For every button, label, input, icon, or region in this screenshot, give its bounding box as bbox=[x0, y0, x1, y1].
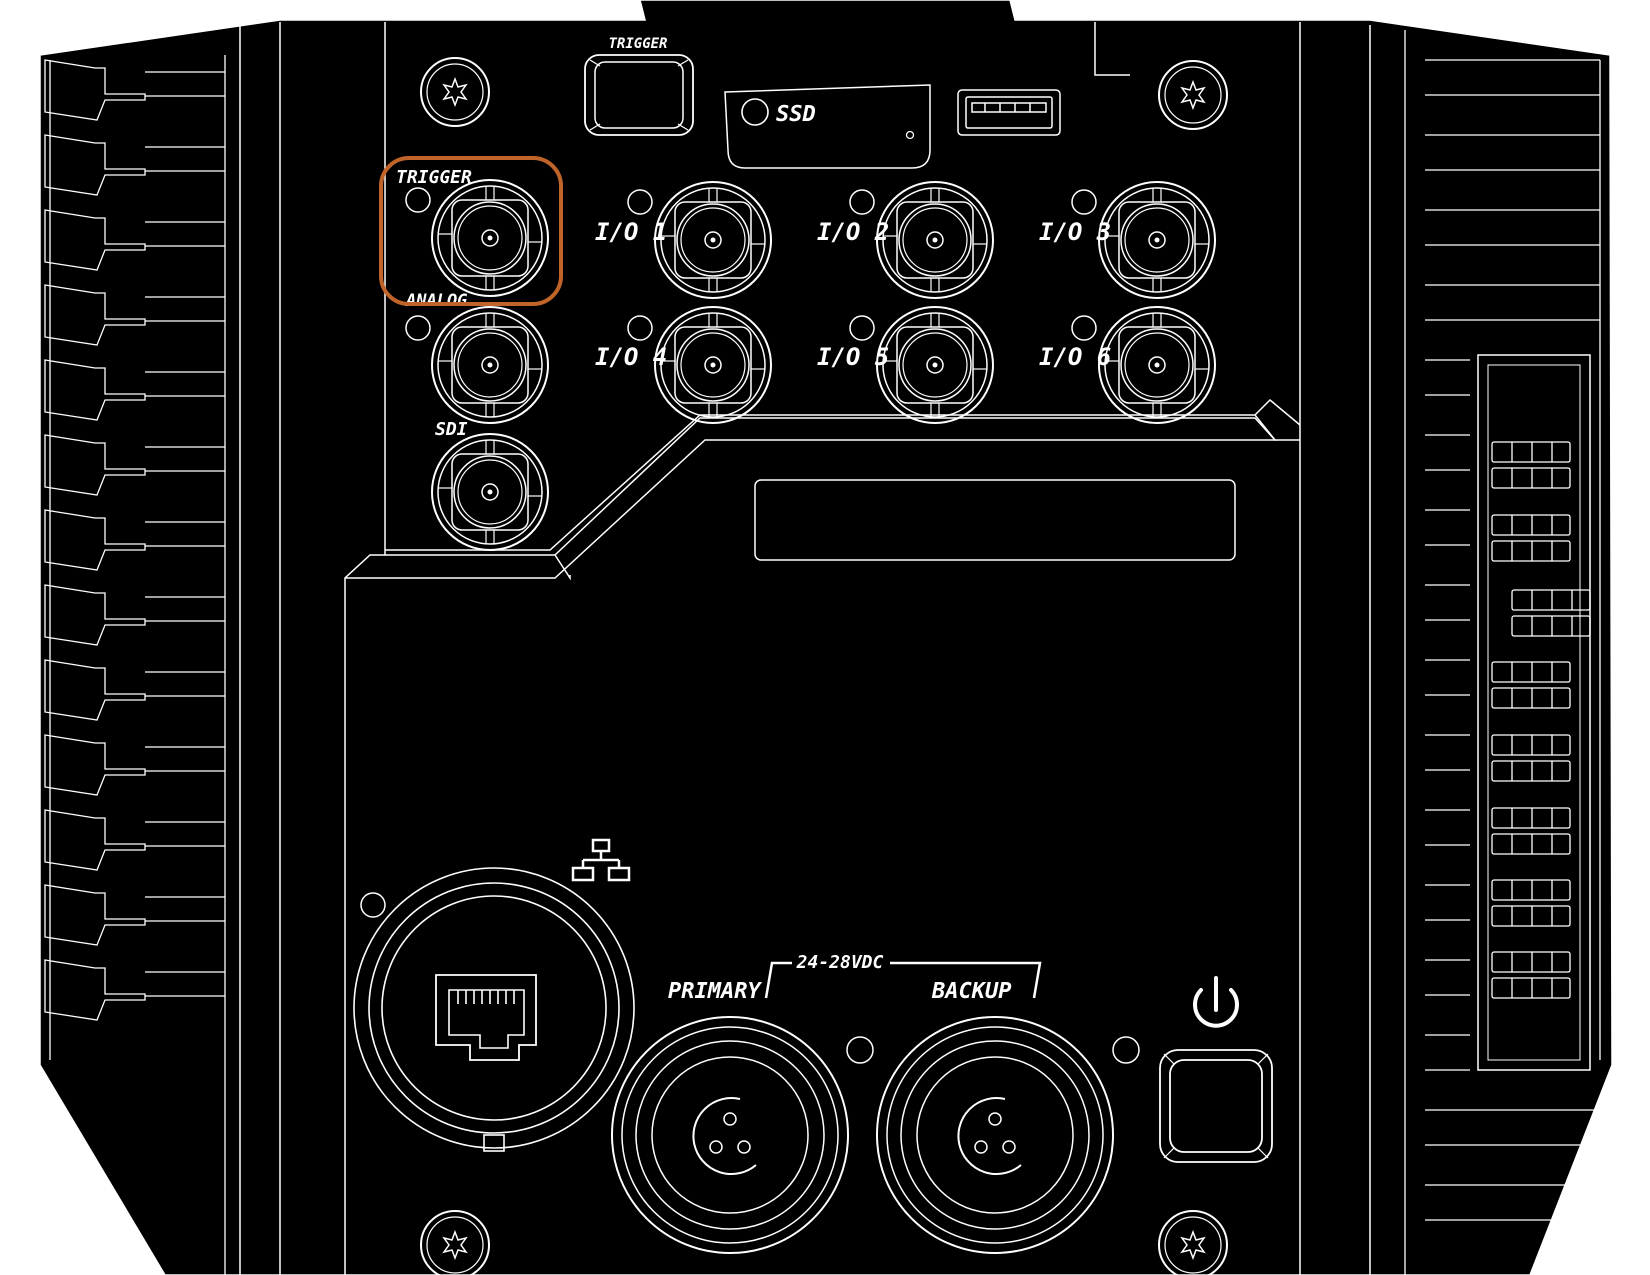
trigger-bnc-label: TRIGGER bbox=[396, 167, 472, 188]
io6-label: I/O 6 bbox=[1039, 343, 1111, 371]
left-heatsink-fins bbox=[44, 22, 281, 1275]
top-trigger-label: TRIGGER bbox=[608, 36, 667, 52]
primary-power-led bbox=[846, 1036, 874, 1064]
power-icon bbox=[1193, 976, 1239, 1028]
backup-power-led bbox=[1112, 1036, 1140, 1064]
ethernet-port[interactable] bbox=[353, 867, 635, 1152]
ssd-led bbox=[741, 98, 769, 126]
backup-power-label: BACKUP bbox=[931, 979, 1011, 1004]
io1-label: I/O 1 bbox=[595, 218, 667, 246]
io5-label: I/O 5 bbox=[817, 343, 889, 371]
ethernet-led bbox=[360, 892, 386, 918]
io-panel bbox=[344, 22, 1301, 1275]
io2-label: I/O 2 bbox=[817, 218, 889, 246]
top-trigger-button[interactable] bbox=[584, 54, 694, 136]
io4-label: I/O 4 bbox=[595, 343, 667, 371]
analog-bnc-label: ANALOG bbox=[405, 291, 467, 311]
ssd-bay bbox=[724, 84, 931, 169]
usb-port-icon[interactable] bbox=[957, 89, 1061, 136]
highlight-box bbox=[379, 156, 563, 306]
power-button[interactable] bbox=[1159, 1049, 1273, 1163]
power-voltage-label: 24-28VDC bbox=[796, 952, 884, 973]
camera-body bbox=[39, 0, 1613, 1275]
io3-label: I/O 3 bbox=[1039, 218, 1111, 246]
network-icon bbox=[571, 838, 631, 882]
primary-power-label: PRIMARY bbox=[668, 979, 762, 1004]
right-heatsink-fins bbox=[1369, 25, 1601, 1275]
ssd-label: SSD bbox=[776, 102, 816, 127]
sdi-bnc-label: SDI bbox=[435, 419, 468, 440]
power-bracket bbox=[764, 961, 1042, 999]
